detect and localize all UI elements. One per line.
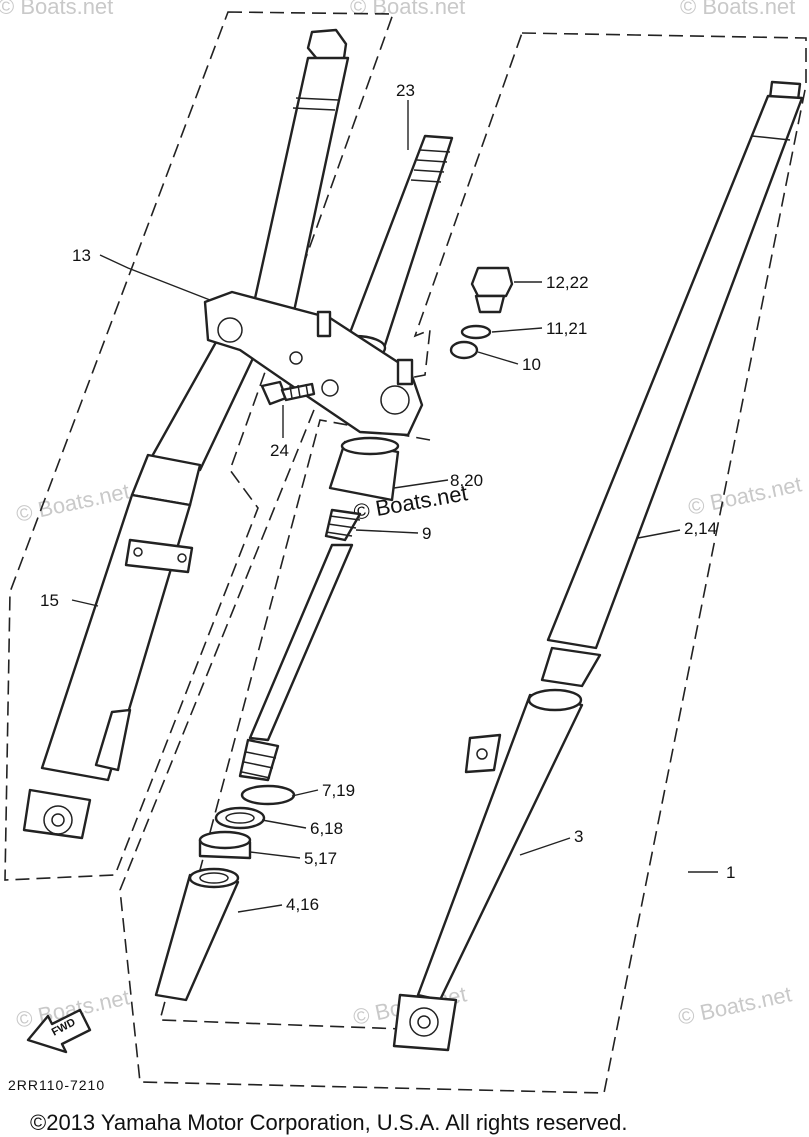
left-fork-assembly [22, 28, 350, 840]
part-label: 9 [422, 524, 431, 543]
dust-seal [328, 436, 400, 502]
part-label: 5,17 [304, 849, 337, 868]
group-outline-left [4, 11, 395, 881]
watermark: © Boats.net [686, 471, 804, 519]
diagram-code: 2RR110-7210 [8, 1077, 105, 1093]
part-label: 6,18 [310, 819, 343, 838]
part-label: 1 [726, 863, 735, 882]
part-labels: 1 2,14 3 4,16 5,17 6,18 7,19 8,20 9 10 1… [40, 81, 735, 914]
part-label: 2,14 [684, 519, 717, 538]
pinch-bolt [260, 380, 316, 406]
seal-stack [198, 784, 296, 860]
slide-tube [154, 867, 240, 1002]
watermark: © Boats.net [680, 0, 795, 19]
forward-arrow-icon: FWD [26, 1008, 92, 1054]
watermark: © Boats.net [350, 0, 465, 19]
under-bracket [203, 290, 424, 437]
part-label: 10 [522, 355, 541, 374]
part-label: 13 [72, 246, 91, 265]
cap-bolt-parts [449, 266, 514, 360]
leader-lines [71, 100, 718, 913]
part-label: 3 [574, 827, 583, 846]
watermark-group: © Boats.net © Boats.net © Boats.net © Bo… [0, 0, 804, 1033]
group-outline-right [119, 32, 807, 1094]
part-label: 8,20 [450, 471, 483, 490]
watermark: © Boats.net [676, 981, 794, 1029]
part-label: 23 [396, 81, 415, 100]
watermark: © Boats.net [14, 478, 132, 526]
right-fork-assembly [392, 80, 804, 1052]
part-label: 12,22 [546, 273, 589, 292]
part-label: 24 [270, 441, 289, 460]
copyright-text: ©2013 Yamaha Motor Corporation, U.S.A. A… [30, 1110, 627, 1135]
part-label: 4,16 [286, 895, 319, 914]
part-label: 7,19 [322, 781, 355, 800]
part-label: 11,21 [546, 319, 587, 338]
damper-rod [238, 508, 362, 782]
part-label: 15 [40, 591, 59, 610]
watermark: © Boats.net [0, 0, 113, 19]
